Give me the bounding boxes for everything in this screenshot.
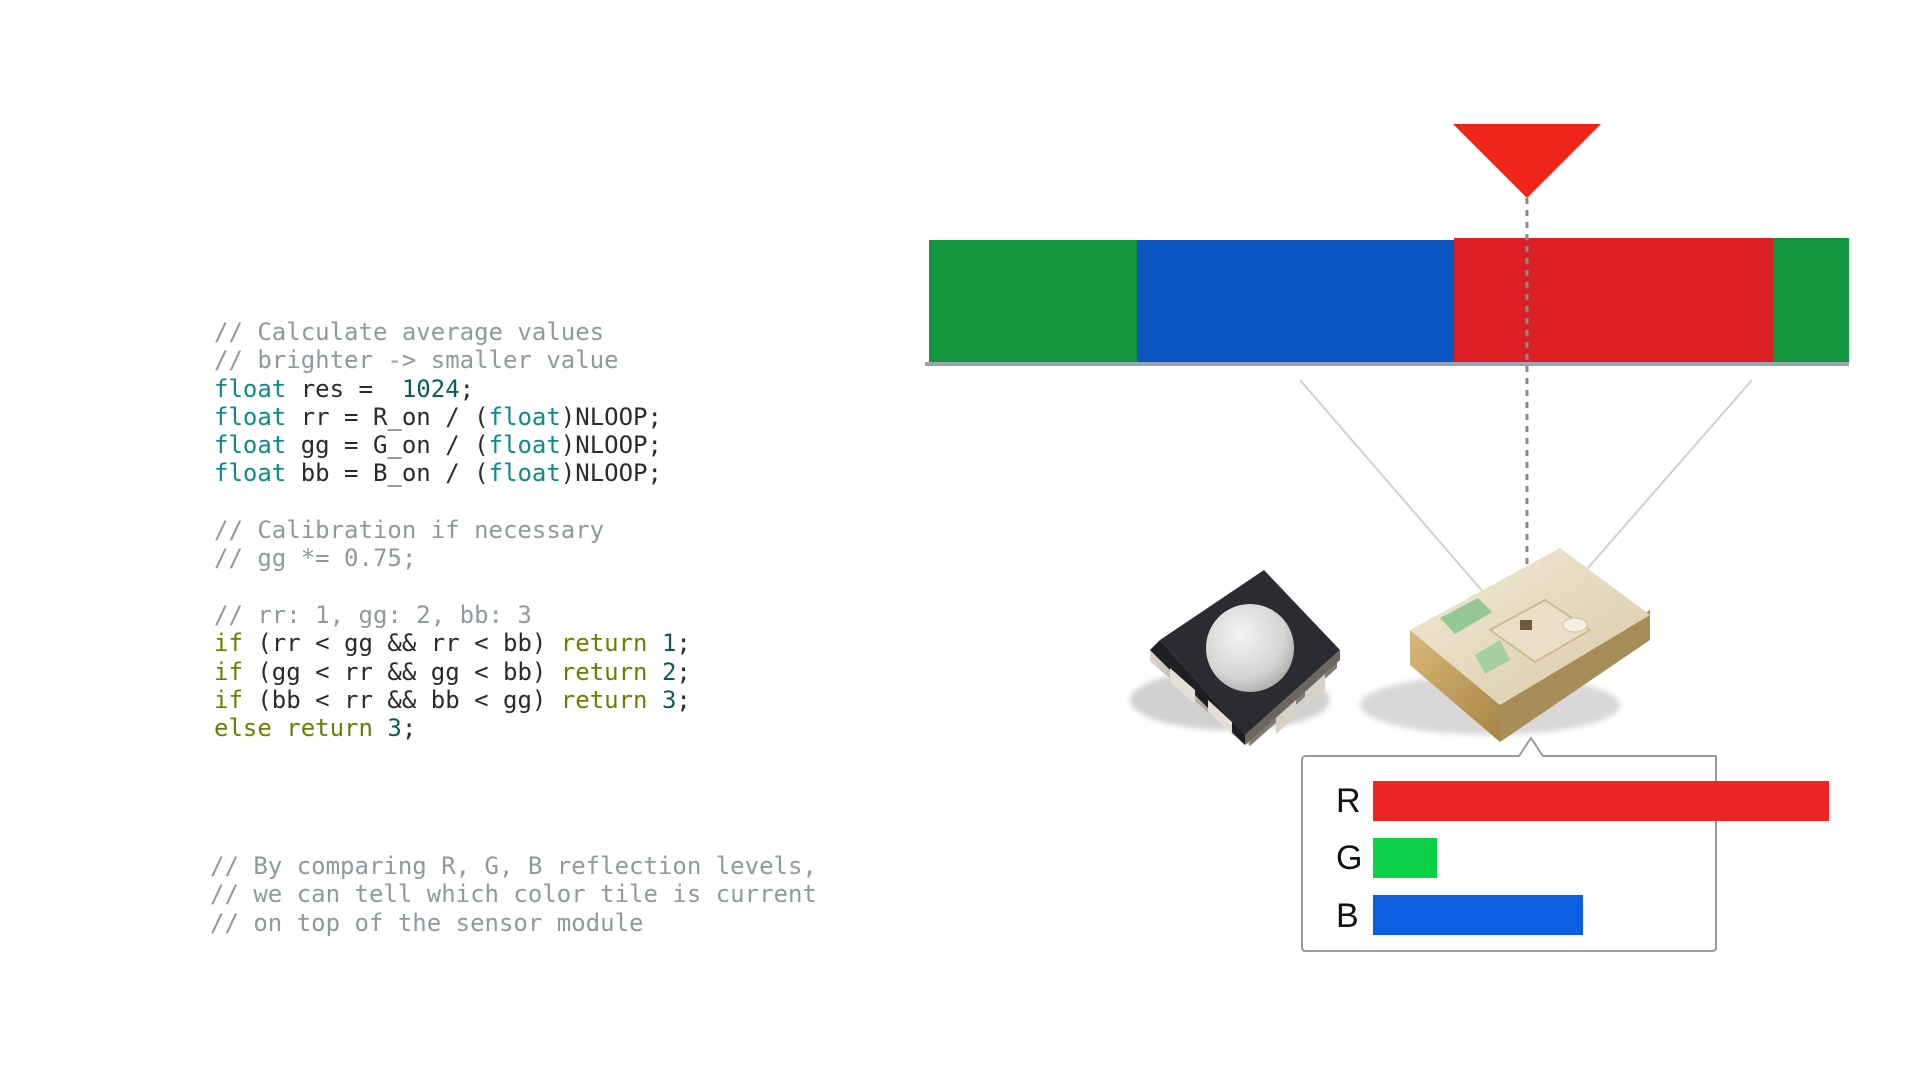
- code-token: gg = G_on / (: [286, 431, 489, 460]
- readout-bar-b: [1373, 895, 1583, 935]
- code-token: ;: [676, 685, 691, 714]
- code-line: // Calculate average values: [214, 318, 691, 346]
- code-token: ;: [676, 657, 691, 686]
- code-line: float rr = R_on / (float)NLOOP;: [214, 403, 691, 431]
- code-line: else return 3;: [214, 714, 691, 742]
- code-line: // gg *= 0.75;: [214, 544, 691, 572]
- code-token: 3: [387, 714, 402, 743]
- code-token: float: [214, 459, 287, 488]
- strip-tile-blue: [1137, 240, 1454, 366]
- code-token: 1024: [401, 374, 460, 403]
- code-token: // rr: 1, gg: 2, bb: 3: [214, 600, 532, 629]
- explanation-comment: // By comparing R, G, B reflection level…: [210, 852, 817, 937]
- readout-label-g: G: [1336, 839, 1362, 877]
- readout-label-r: R: [1336, 782, 1361, 820]
- strip-tile-red: [1454, 238, 1773, 366]
- code-token: // Calibration if necessary: [214, 516, 605, 545]
- code-line: if (rr < gg && rr < bb) return 1;: [214, 629, 691, 657]
- code-token: )NLOOP;: [560, 402, 662, 431]
- code-token: else: [214, 714, 272, 743]
- strip-tile-green: [1773, 238, 1849, 366]
- projection-line-left: [1299, 379, 1491, 601]
- pointer-arrow-icon: [1453, 124, 1601, 198]
- code-line: float gg = G_on / (float)NLOOP;: [214, 431, 691, 459]
- code-line: // rr: 1, gg: 2, bb: 3: [214, 601, 691, 629]
- strip-tile-green: [929, 240, 1137, 366]
- code-token: ;: [401, 714, 417, 743]
- code-line: // brighter -> smaller value: [214, 346, 691, 374]
- readout-bar-r: [1373, 781, 1829, 821]
- comment-line: // By comparing R, G, B reflection level…: [210, 852, 817, 880]
- code-token: if: [214, 685, 243, 714]
- rgb-readout-box: R G B: [1301, 736, 1829, 952]
- code-token: ;: [676, 629, 691, 658]
- code-token: bb = B_on / (: [286, 459, 489, 488]
- smd-led-icon: [1130, 570, 1340, 746]
- code-line: float bb = B_on / (float)NLOOP;: [214, 459, 691, 487]
- code-line: // Calibration if necessary: [214, 516, 691, 544]
- color-sensor-chip-icon: [1360, 548, 1650, 742]
- code-token: float: [214, 402, 287, 431]
- readout-bar-g: [1373, 838, 1437, 878]
- code-token: // gg *= 0.75;: [214, 544, 417, 573]
- code-token: float: [214, 374, 287, 403]
- code-token: (bb < rr && bb < gg): [242, 685, 561, 714]
- code-token: rr = R_on / (: [286, 402, 489, 431]
- code-token: return: [560, 629, 648, 658]
- code-token: ;: [459, 374, 475, 403]
- code-line: float res = 1024;: [214, 375, 691, 403]
- code-token: float: [214, 431, 287, 460]
- code-token: float: [488, 431, 561, 460]
- code-token: float: [488, 402, 561, 431]
- code-token: 1: [661, 629, 677, 658]
- code-token: 3: [661, 685, 677, 714]
- code-line: if (bb < rr && bb < gg) return 3;: [214, 686, 691, 714]
- code-listing: // Calculate average values// brighter -…: [214, 318, 691, 742]
- color-tile-strip: [925, 238, 1849, 366]
- code-token: if: [214, 629, 243, 658]
- code-token: float: [488, 459, 561, 488]
- code-token: )NLOOP;: [560, 431, 662, 460]
- code-token: (rr < gg && rr < bb): [242, 629, 561, 658]
- code-token: res =: [286, 374, 402, 403]
- projection-line-right: [1559, 379, 1753, 601]
- code-token: // brighter -> smaller value: [214, 346, 619, 375]
- code-token: return: [286, 714, 373, 743]
- strip-edge: [925, 362, 1849, 366]
- readout-label-b: B: [1336, 897, 1359, 935]
- code-token: // Calculate average values: [214, 318, 605, 346]
- comment-line: // on top of the sensor module: [210, 908, 644, 937]
- code-token: 2: [661, 657, 677, 686]
- code-token: )NLOOP;: [560, 459, 662, 488]
- code-token: return: [560, 685, 648, 714]
- code-token: (gg < rr && gg < bb): [242, 657, 561, 686]
- code-token: if: [214, 657, 243, 686]
- comment-line: // we can tell which color tile is curre…: [210, 880, 817, 909]
- code-token: return: [560, 657, 648, 686]
- code-line: if (gg < rr && gg < bb) return 2;: [214, 658, 691, 686]
